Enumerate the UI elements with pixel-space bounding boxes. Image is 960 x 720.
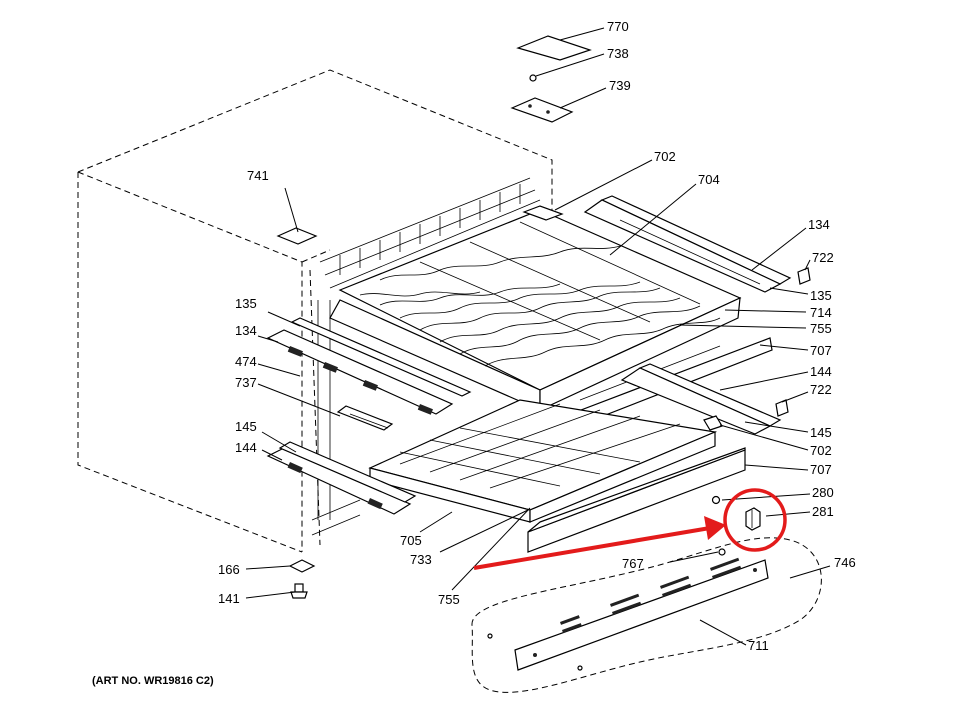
part-280-screw [711,495,721,505]
label-767: 767 [622,556,644,571]
label-707-upper: 707 [810,343,832,358]
part-134-rail-right-upper [583,195,792,293]
part-711-grille [471,537,822,693]
label-474: 474 [235,354,257,369]
part-702-clip-top [522,205,564,221]
part-722-clip-lower [775,399,789,417]
label-722-upper: 722 [812,250,834,265]
part-labels: 770 738 739 702 704 741 134 722 135 714 … [218,19,856,653]
label-711: 711 [748,638,769,653]
label-733: 733 [410,552,432,567]
label-145-left: 145 [235,419,257,434]
label-704: 704 [698,172,720,187]
label-755-right: 755 [810,321,832,336]
label-144-right: 144 [810,364,832,379]
label-737: 737 [235,375,257,390]
label-702-top: 702 [654,149,676,164]
highlight-circle [723,488,787,552]
label-144-left: 144 [235,440,257,455]
part-134-rail-left [266,329,454,415]
label-770: 770 [607,19,629,34]
label-707-lower: 707 [810,462,832,477]
part-767-screw [718,548,726,556]
label-741: 741 [247,168,269,183]
part-135-rail-left [290,317,472,397]
label-134-left: 134 [235,323,257,338]
label-134-right: 134 [808,217,830,232]
label-739: 739 [609,78,631,93]
label-746: 746 [834,555,856,570]
label-141: 141 [218,591,240,606]
part-705-lower-shelf [368,399,718,523]
part-738-screw [529,74,537,82]
label-280: 280 [812,485,834,500]
part-474-737-hardware [336,405,394,431]
label-738: 738 [607,46,629,61]
label-722-lower: 722 [810,382,832,397]
label-135-right: 135 [810,288,832,303]
part-739-bracket [510,97,574,123]
label-135-left: 135 [235,296,257,311]
leader-lines [245,27,831,646]
part-281-clip [745,507,761,531]
label-145-right: 145 [810,425,832,440]
part-741-vent [276,227,318,245]
label-714: 714 [810,305,832,320]
art-number: (ART NO. WR19816 C2) [92,675,214,687]
highlight-annotation [473,488,787,570]
part-144-145-rail-left-lower [266,441,417,515]
label-705: 705 [400,533,422,548]
part-770-cover [516,35,592,61]
label-702-lower: 702 [810,443,832,458]
cabinet-rear-ribs [311,177,541,536]
part-722-clip-upper [797,267,811,285]
part-166-bracket [288,559,316,573]
part-141-leveling-leg [290,583,308,599]
label-166: 166 [218,562,240,577]
highlight-arrowhead [704,516,726,540]
highlight-arrow [473,526,711,570]
label-281: 281 [812,504,834,519]
label-755-left: 755 [438,592,460,607]
upper-wine-rack [329,209,742,411]
part-707-front-panel-lower [527,447,746,553]
